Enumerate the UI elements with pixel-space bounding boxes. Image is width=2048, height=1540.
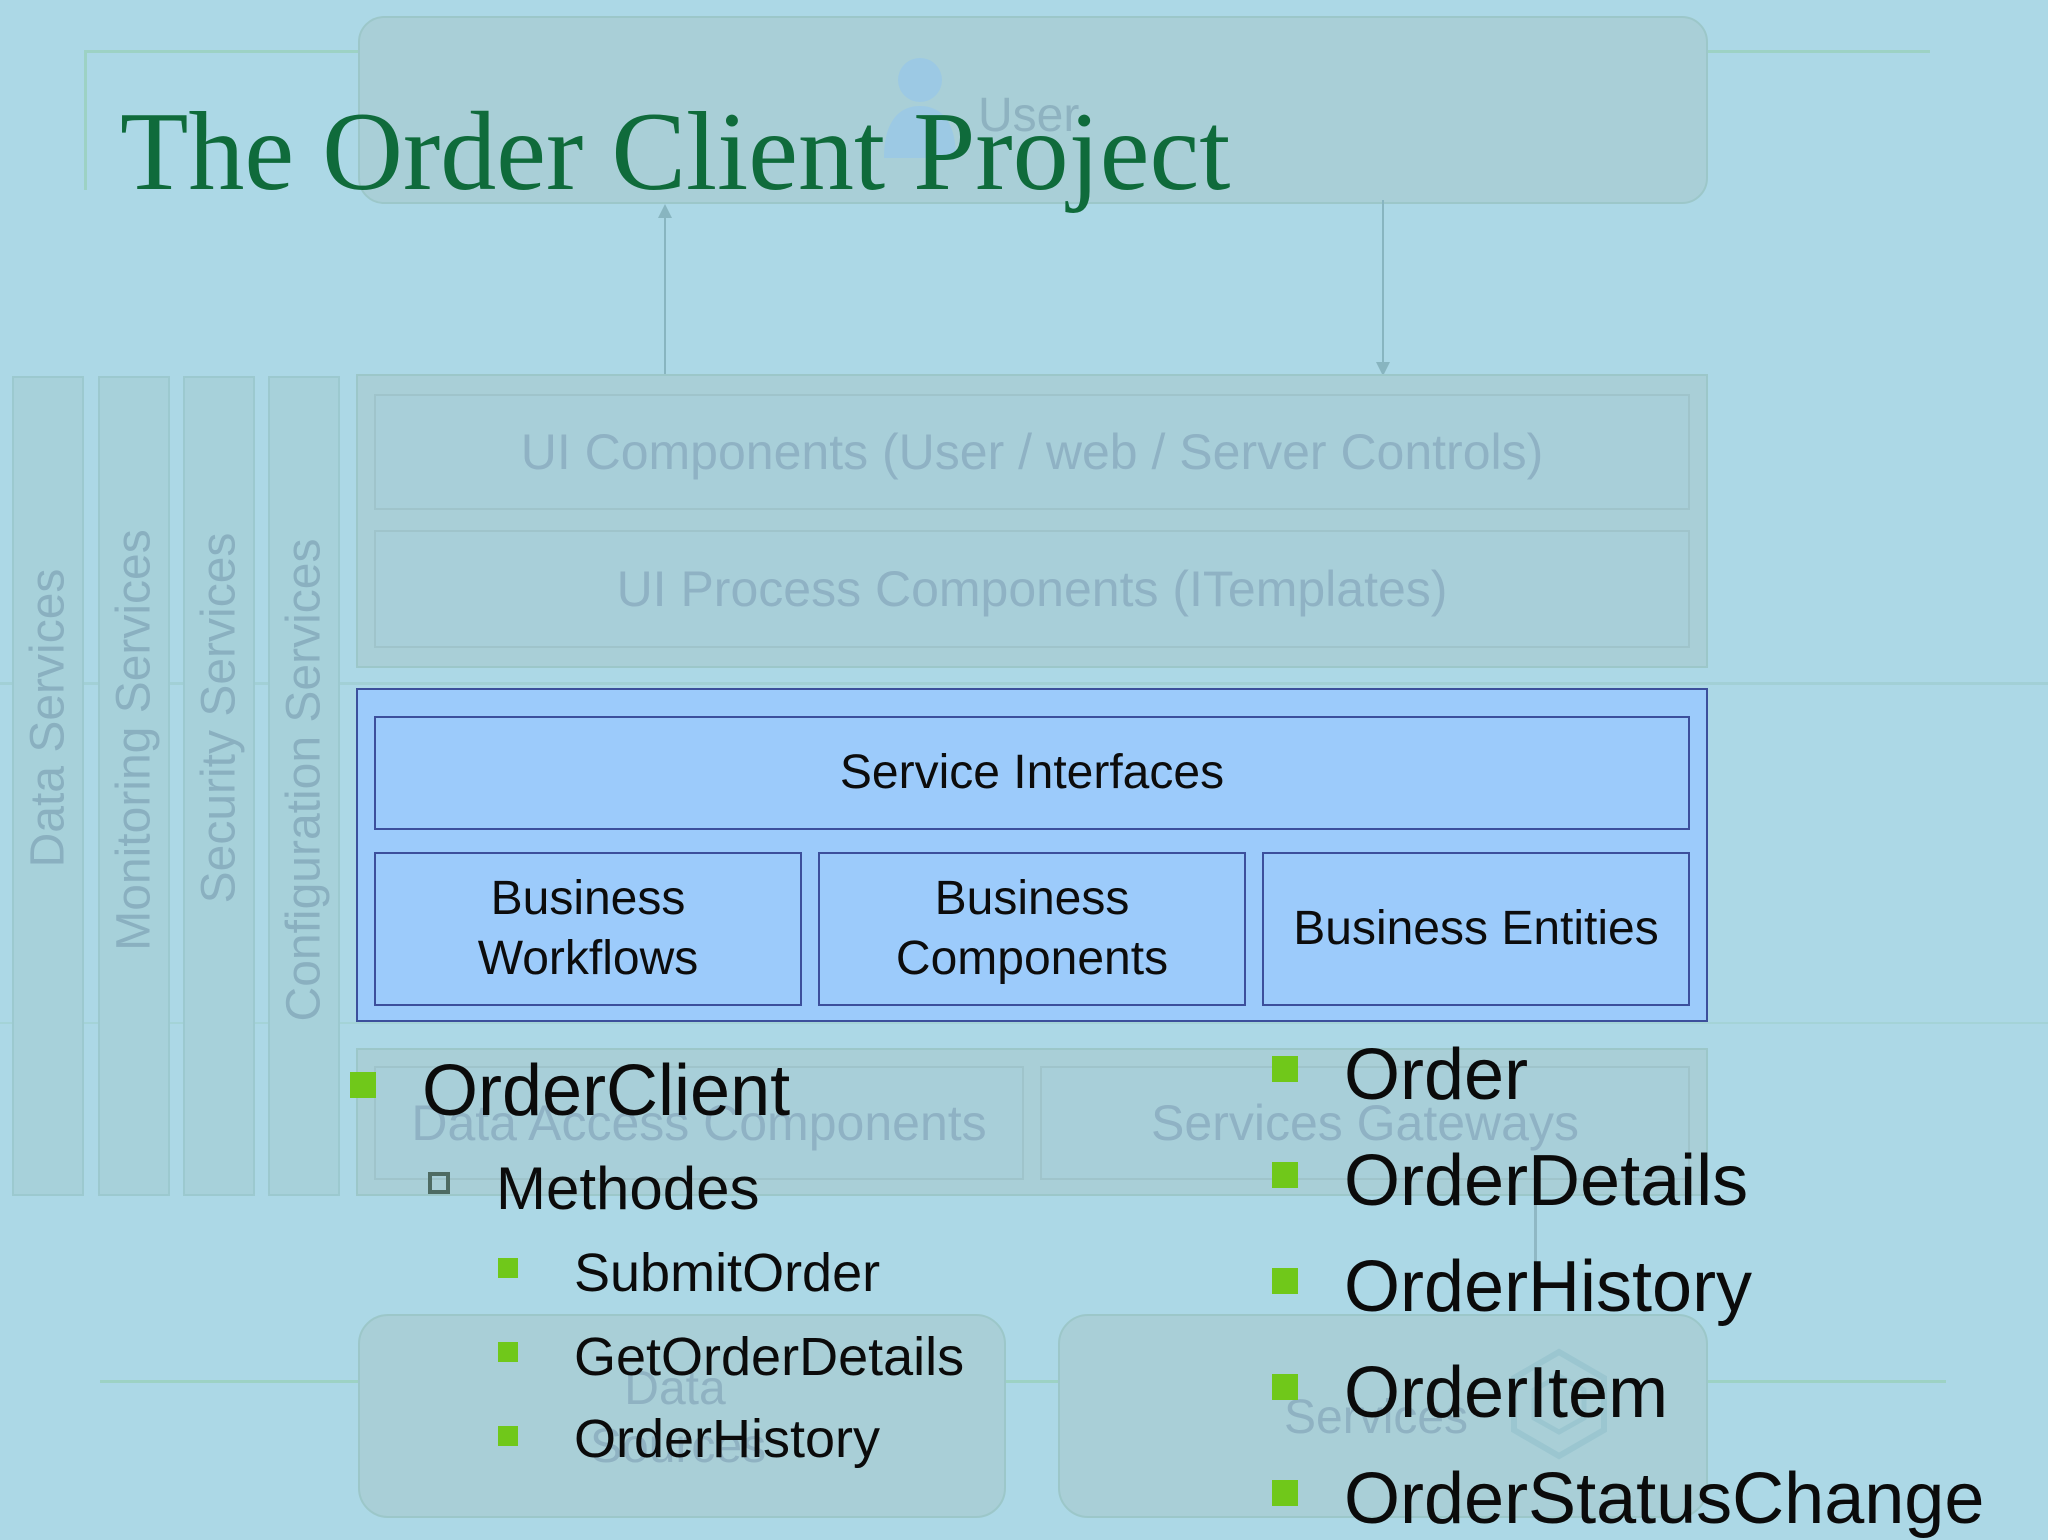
right-list-item: OrderStatusChange (1344, 1459, 1985, 1539)
right-list-item: OrderDetails (1344, 1141, 1749, 1221)
bullet-icon (1272, 1480, 1298, 1506)
vertical-data-services: Data Services (12, 376, 84, 1196)
decor-line-left (84, 50, 87, 190)
data-sources-label: Data Sources (590, 1362, 767, 1473)
bullet-icon (1272, 1374, 1298, 1400)
vertical-configuration-services: Configuration Services (268, 376, 340, 1196)
left-list-main: OrderClient (422, 1051, 791, 1131)
right-list-item: Order (1344, 1035, 1529, 1115)
business-workflows-box: Business Workflows (374, 852, 802, 1006)
vertical-security-services: Security Services (183, 376, 255, 1196)
ui-components-box: UI Components (User / web / Server Contr… (374, 394, 1690, 510)
gateway-connector (1534, 1180, 1537, 1280)
bullet-icon (350, 1072, 376, 1098)
vertical-label: Monitoring Services (107, 529, 161, 951)
hollow-bullet-icon (428, 1172, 450, 1194)
business-components-box: Business Components (818, 852, 1246, 1006)
ui-process-box: UI Process Components (ITemplates) (374, 530, 1690, 648)
left-list-sub: Methodes (496, 1155, 760, 1222)
vertical-label: Security Services (192, 532, 246, 904)
service-interfaces-box: Service Interfaces (374, 716, 1690, 830)
left-list-item: SubmitOrder (574, 1243, 881, 1303)
vertical-label: Data Services (21, 568, 75, 868)
user-box (358, 16, 1708, 204)
right-list-item: OrderItem (1344, 1353, 1669, 1433)
slide-title: The Order Client Project (120, 90, 1231, 214)
data-access-box: Data Access Components (374, 1066, 1024, 1180)
decor-line-bottom (100, 1380, 1946, 1383)
services-label: Services (1284, 1391, 1469, 1444)
decor-line-mid (0, 682, 2048, 685)
business-entities-box: Business Entities (1262, 852, 1690, 1006)
hexagon-icon (1504, 1346, 1614, 1476)
decor-line-lower (0, 1022, 2048, 1024)
vertical-label: Configuration Services (277, 538, 331, 1022)
bullet-icon (498, 1426, 518, 1446)
user-icon (880, 54, 960, 158)
user-label: User (978, 89, 1080, 142)
left-list-item: OrderHistory (574, 1409, 881, 1469)
arrow-up (650, 200, 680, 380)
left-list-item: GetOrderDetails (574, 1327, 965, 1387)
services-gateways-box: Services Gateways (1040, 1066, 1690, 1180)
bullet-icon (1272, 1268, 1298, 1294)
bullet-icon (1272, 1162, 1298, 1188)
bullet-icon (498, 1258, 518, 1278)
services-box (1058, 1314, 1708, 1518)
data-sources-box (358, 1314, 1006, 1518)
bullet-icon (498, 1342, 518, 1362)
right-list-item: OrderHistory (1344, 1247, 1753, 1327)
bullet-icon (1272, 1056, 1298, 1082)
arrow-down (1368, 200, 1398, 380)
vertical-monitoring-services: Monitoring Services (98, 376, 170, 1196)
